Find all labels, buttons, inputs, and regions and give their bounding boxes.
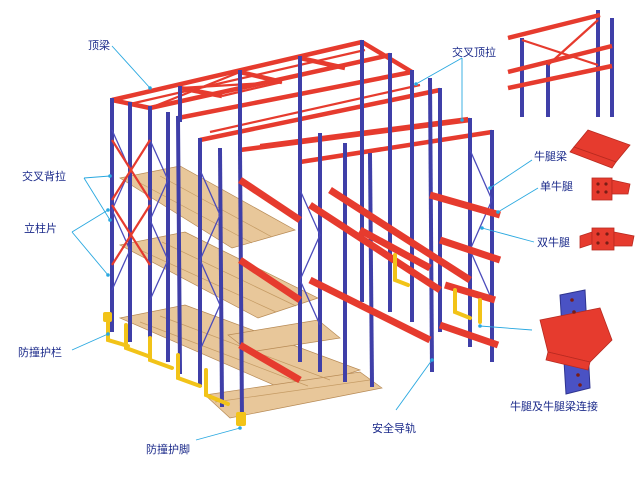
top-beams (111, 39, 493, 165)
label-safety-guide-rail: 安全导轨 (372, 421, 416, 435)
detail-top-brace (507, 10, 614, 117)
guard-rails (103, 253, 482, 426)
label-cross-back-brace: 交叉背拉 (22, 169, 66, 183)
label-column-guard: 防撞护脚 (146, 442, 190, 456)
leader-lines (71, 45, 539, 441)
labels: 顶梁 交叉顶拉 交叉背拉 立柱片 防撞护栏 牛腿梁 单牛腿 双牛腿 牛腿及牛腿梁… (18, 38, 598, 456)
label-single-corbel: 单牛腿 (540, 179, 573, 193)
label-upright-frame: 立柱片 (24, 221, 57, 235)
double-corbel-part (579, 227, 635, 251)
rack-structure (103, 39, 502, 426)
pallets-upper (119, 165, 296, 249)
label-cross-top-brace: 交叉顶拉 (452, 45, 496, 59)
single-corbel-part (591, 177, 631, 201)
label-top-beam: 顶梁 (88, 38, 110, 52)
corbel-rails (238, 177, 502, 384)
back-cross-brace (111, 139, 151, 266)
uprights (110, 40, 494, 423)
label-double-corbel: 双牛腿 (537, 235, 570, 249)
label-guard-rail: 防撞护栏 (18, 345, 62, 359)
label-corbel-connection: 牛腿及牛腿梁连接 (510, 399, 598, 413)
corbel-connection-part (539, 289, 613, 395)
corbel-beam-part (569, 129, 631, 169)
label-corbel-beam: 牛腿梁 (534, 149, 567, 163)
